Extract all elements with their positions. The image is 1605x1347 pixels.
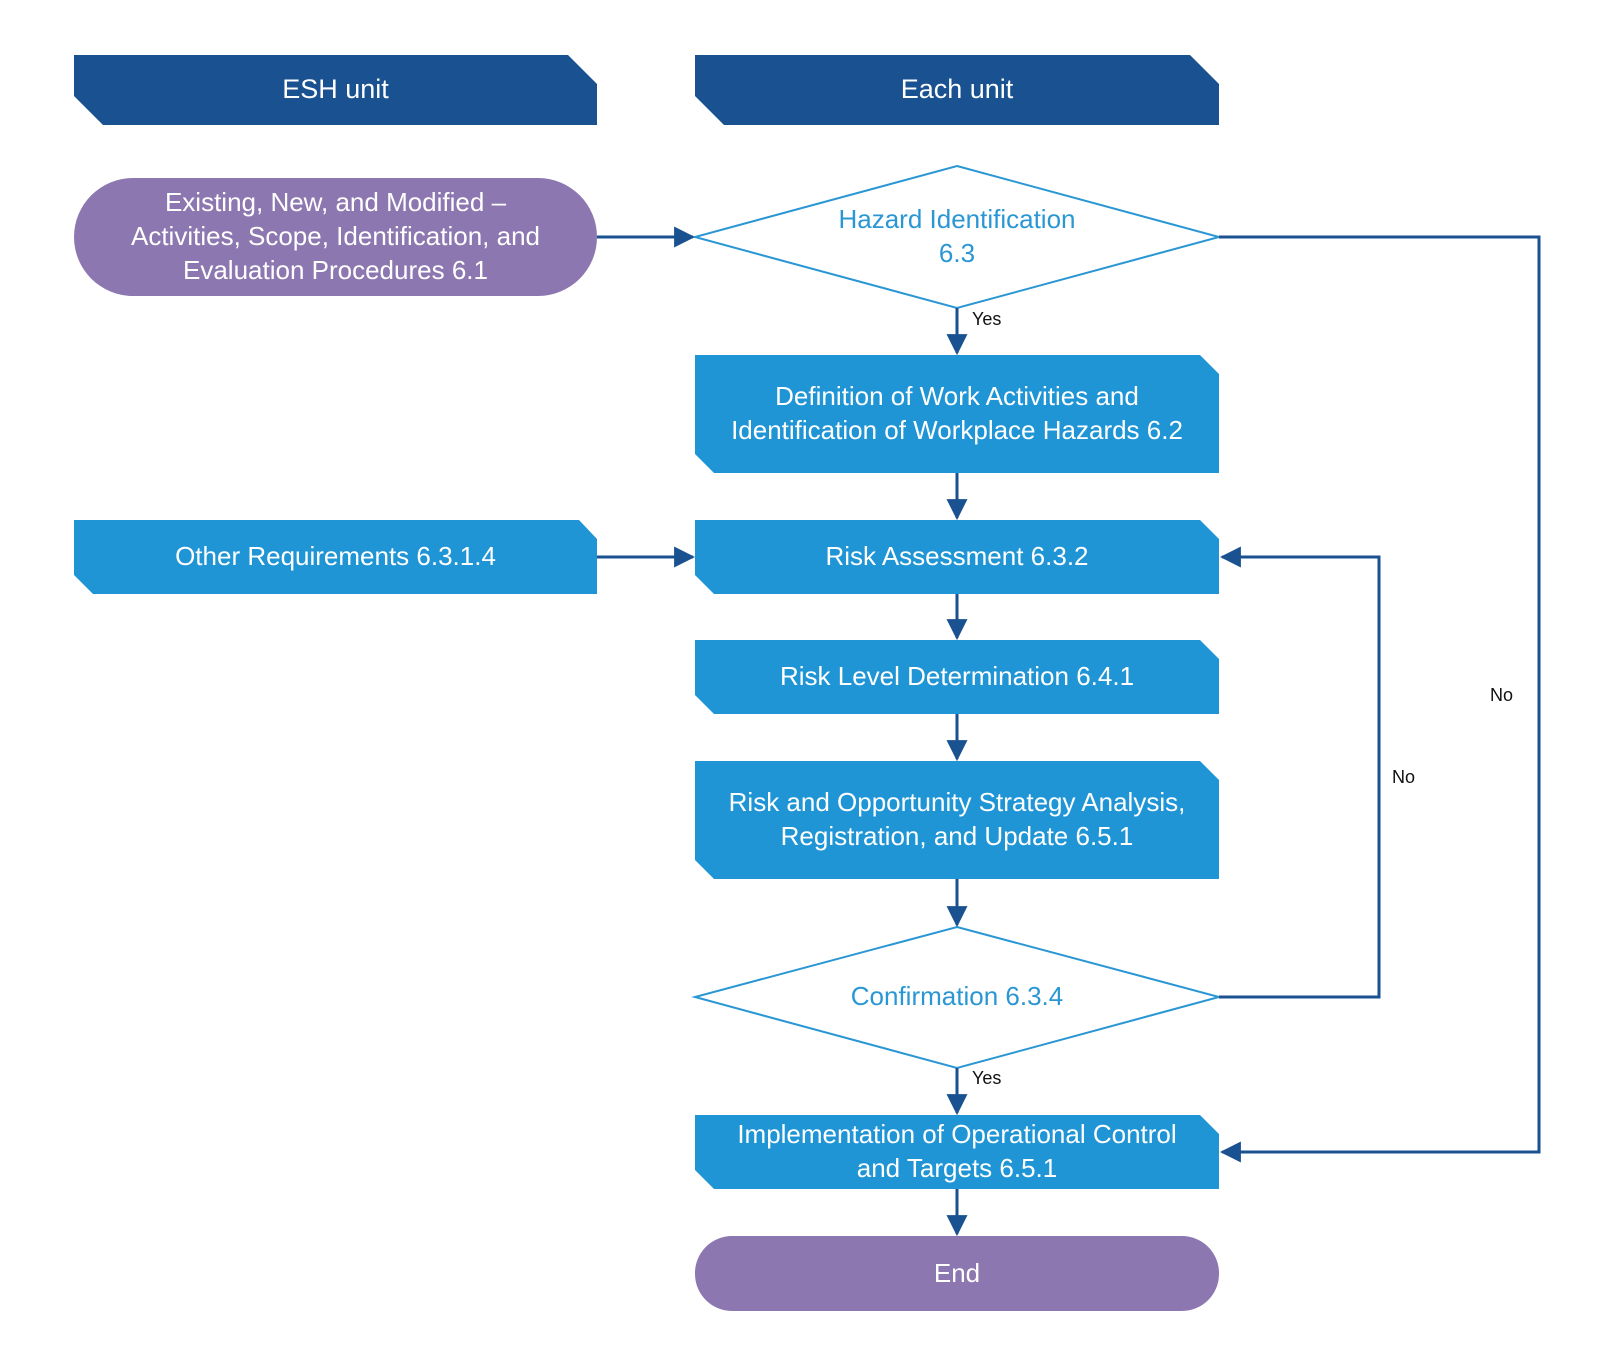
risk-level-process-shape (695, 640, 1219, 714)
definition-process: Definition of Work Activities and Identi… (731, 381, 1183, 445)
end-terminal: End (933, 1257, 981, 1288)
edge-label-confirm-yes: Yes (972, 1068, 1002, 1088)
connector-confirmation-no-loop (1219, 546, 1381, 999)
definition-process-shape (695, 355, 1219, 473)
edge-label-hazard-yes: Yes (972, 309, 1002, 329)
risk-level-process: Risk Level Determination 6.4.1 (779, 661, 1135, 692)
confirmation-decision: Confirmation 6.3.4 (850, 981, 1064, 1012)
hazard-decision: Hazard Identification 6.3 (838, 204, 1076, 268)
implementation-process-shape (695, 1115, 1219, 1189)
other-requirements-process: Other Requirements 6.3.1.4 (175, 541, 496, 572)
connector-hazard-no-bypass (1219, 235, 1541, 1163)
edge-label-hazard-no: No (1490, 685, 1514, 705)
lane-header-each-shape (695, 55, 1219, 125)
lane-header-esh: ESH unit (282, 74, 389, 105)
implementation-process: Implementation of Operational Control an… (737, 1119, 1177, 1183)
edge-label-confirm-no: No (1392, 767, 1416, 787)
strategy-process: Risk and Opportunity Strategy Analysis, … (728, 787, 1186, 851)
strategy-process-shape (695, 761, 1219, 879)
risk-assessment-process-shape (695, 520, 1219, 594)
lane-header-esh-shape (74, 55, 597, 125)
end-terminal-shape (695, 1236, 1219, 1311)
other-requirements-process-shape (74, 520, 597, 594)
start-terminal-shape (74, 178, 597, 296)
risk-assessment-process: Risk Assessment 6.3.2 (825, 541, 1089, 572)
start-terminal: Existing, New, and Modified – Activities… (130, 187, 540, 285)
lane-header-each: Each unit (900, 74, 1014, 105)
